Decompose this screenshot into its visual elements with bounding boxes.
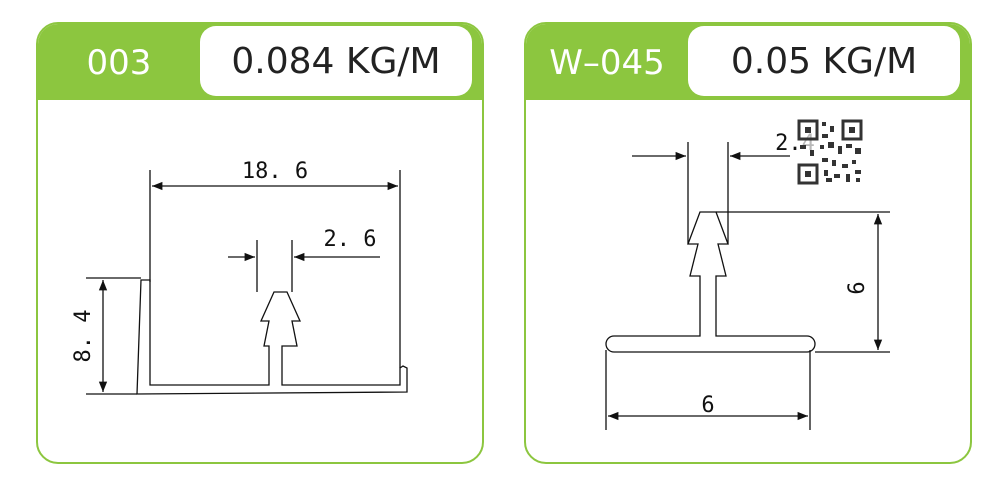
card-header: W–045 0.05 KG/M (526, 24, 970, 100)
profile-w045-outline (605, 211, 816, 353)
dim-height-label: 8. 4 (71, 310, 96, 363)
profile-weight: 0.084 KG/M (200, 26, 472, 96)
profile-card-003: 003 0.084 KG/M (36, 22, 484, 464)
profile-003-drawing (86, 170, 408, 395)
card-header: 003 0.084 KG/M (38, 24, 482, 100)
profile-card-w045: W–045 0.05 KG/M (524, 22, 972, 464)
dim-slot-label: 2. 6 (324, 227, 377, 252)
profile-code: W–045 (549, 43, 665, 83)
dim-width-label: 18. 6 (242, 159, 308, 184)
dim-height-label: 6 (845, 281, 870, 294)
qr-code-icon (797, 119, 863, 185)
profile-003-outline (136, 279, 408, 395)
profile-w045-drawing (605, 142, 890, 430)
profile-weight: 0.05 KG/M (688, 26, 960, 96)
dim-width-label: 6 (701, 393, 714, 418)
profile-code: 003 (86, 43, 152, 83)
